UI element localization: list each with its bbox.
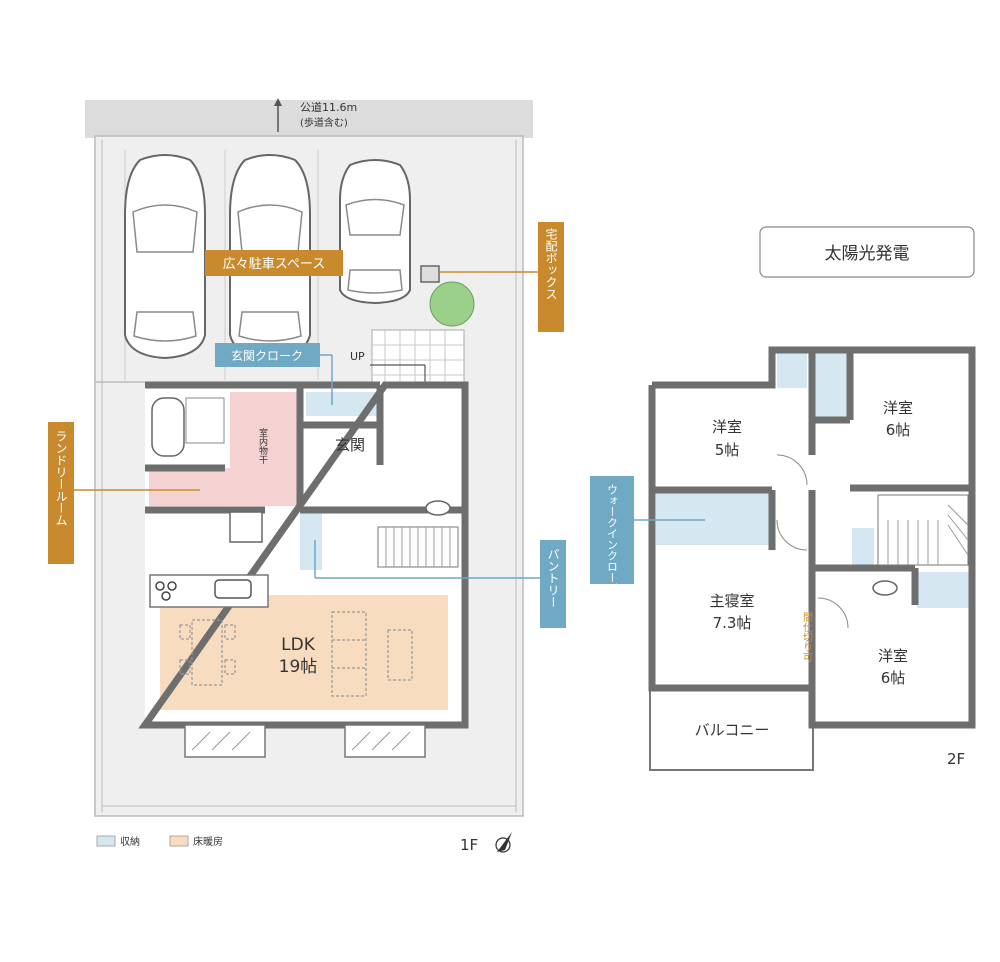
road-width-label: 公道11.6m [300,100,357,114]
road-note-label: (歩道含む) [300,116,348,129]
entrance-cloak-callout [215,343,320,367]
western-room-6a-name: 洋室 [883,399,913,417]
balcony-label: バルコニー [695,721,770,739]
stairs-2f [877,494,969,566]
refrigerator-icon [229,511,263,543]
toilet-icon [425,500,451,516]
north-arrow-icon [495,832,512,853]
balcony [649,687,814,771]
legend-floor-heating-swatch [169,835,189,847]
indoor-drying-area [230,392,300,468]
house-2f: 洋室 5帖 洋室 6帖 主寝室 7.3帖 洋室 6帖 バルコニー 間仕切り可 [648,346,976,771]
master-bedroom-size: 7.3帖 [713,614,752,632]
public-road [85,100,533,138]
stove-icon [155,581,165,591]
floor-heating-area [160,595,448,710]
solar-panel-box [759,226,975,278]
legend-storage-swatch [96,835,116,847]
pantry-callout-label: パントリー [546,548,560,608]
western-room-6a-size: 6帖 [886,421,911,439]
callouts-1f: 広々駐車スペース 宅配ボックス 玄関クローク ランドリールーム パントリー [48,222,566,628]
ldk-name: LDK [281,635,316,655]
tree-icon [429,281,475,327]
delivery-box-callout-label: 宅配ボックス [544,227,558,300]
sink-icon [214,579,252,599]
legend: 収納 床暖房 [96,835,223,848]
entrance-cloak-callout-label: 玄関クローク [231,348,303,363]
partition-note: 間仕切り可 [801,612,813,662]
western-room-5-size: 5帖 [715,441,740,459]
legend-floor-heating-label: 床暖房 [193,835,223,848]
delivery-box-icon [420,265,440,283]
western-room-5-name: 洋室 [712,418,742,436]
ldk-size: 19帖 [279,657,318,677]
master-bedroom-name: 主寝室 [709,592,754,610]
furniture-outline [179,611,413,697]
indoor-drying-label: 室内物干 [257,427,268,465]
parking-callout-label: 広々駐車スペース [223,257,325,272]
floor-2f-label: 2F [947,750,965,768]
laundry-room-callout [48,422,74,564]
delivery-box-callout [538,222,564,332]
pantry-storage [300,510,322,570]
window-1f [184,724,266,758]
western-room-6b-size: 6帖 [881,669,906,687]
walk-in-closet-callout [590,476,634,584]
laundry-room-callout-label: ランドリールーム [54,430,68,526]
walk-in-closet-callout-label: ウォークインクローゼット [606,484,619,616]
entrance-label: 玄関 [335,436,365,454]
legend-storage-label: 収納 [120,835,140,848]
up-label: UP [350,350,365,363]
car-icon [124,154,206,360]
bathtub-icon [151,397,185,457]
laundry-area [149,468,299,506]
floor-1f-label: 1F [460,836,478,854]
parking-callout [205,250,343,276]
window-1f [344,724,426,758]
car-icon [339,159,411,305]
western-room-6b-name: 洋室 [878,647,908,665]
house-1f: LDK 19帖 玄関 室内物干 [138,381,469,758]
solar-label: 太陽光発電 [825,244,910,264]
walk-in-closet-area [656,493,770,545]
pantry-callout [540,540,566,628]
stairs-1f [377,526,459,568]
toilet-icon [872,580,898,596]
